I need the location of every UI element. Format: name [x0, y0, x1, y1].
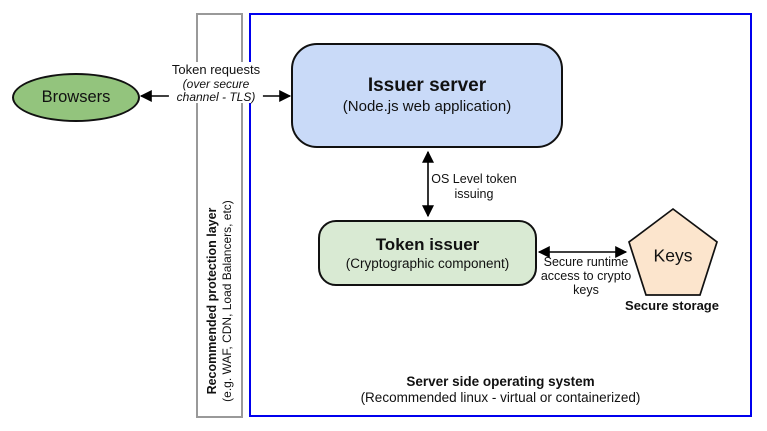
secure-runtime-line2: access to crypto [540, 269, 632, 283]
token-issuer-node: Token issuer (Cryptographic component) [318, 220, 537, 286]
secure-runtime-line1: Secure runtime [543, 255, 629, 269]
keys-label: Keys [653, 245, 693, 266]
token-issuer-subtitle: (Cryptographic component) [345, 255, 510, 271]
protection-layer-subtitle: (e.g. WAF, CDN, Load Balancers, etc) [220, 200, 234, 402]
token-requests-line3: channel - TLS) [176, 89, 256, 104]
secure-runtime-label: Secure runtime access to crypto keys [541, 255, 631, 297]
server-os-container [249, 13, 752, 417]
token-requests-line1: Token requests [171, 62, 261, 77]
secure-storage-caption: Secure storage [625, 298, 719, 313]
token-issuer-title: Token issuer [375, 234, 480, 254]
protection-layer-label: Recommended protection layer (e.g. WAF, … [205, 200, 235, 402]
token-requests-line2: (over secure [182, 77, 250, 91]
browsers-node: Browsers [12, 73, 140, 122]
issuer-server-subtitle: (Node.js web application) [342, 98, 512, 115]
protection-layer-title: Recommended protection layer [205, 207, 219, 395]
token-requests-label: Token requests (over secure channel - TL… [168, 62, 264, 104]
server-os-subtitle: (Recommended linux - virtual or containe… [360, 390, 641, 405]
server-os-label: Server side operating system (Recommende… [249, 374, 752, 406]
server-os-title: Server side operating system [406, 374, 595, 389]
issuer-server-title: Issuer server [367, 75, 487, 96]
os-token-issuing-line2: issuing [454, 187, 494, 201]
os-token-issuing-line1: OS Level token [431, 172, 517, 186]
os-token-issuing-label: OS Level token issuing [431, 172, 516, 202]
keys-pentagon [628, 207, 718, 296]
browsers-label: Browsers [41, 88, 111, 106]
issuer-server-node: Issuer server (Node.js web application) [291, 43, 563, 148]
secure-runtime-line3: keys [573, 283, 599, 297]
